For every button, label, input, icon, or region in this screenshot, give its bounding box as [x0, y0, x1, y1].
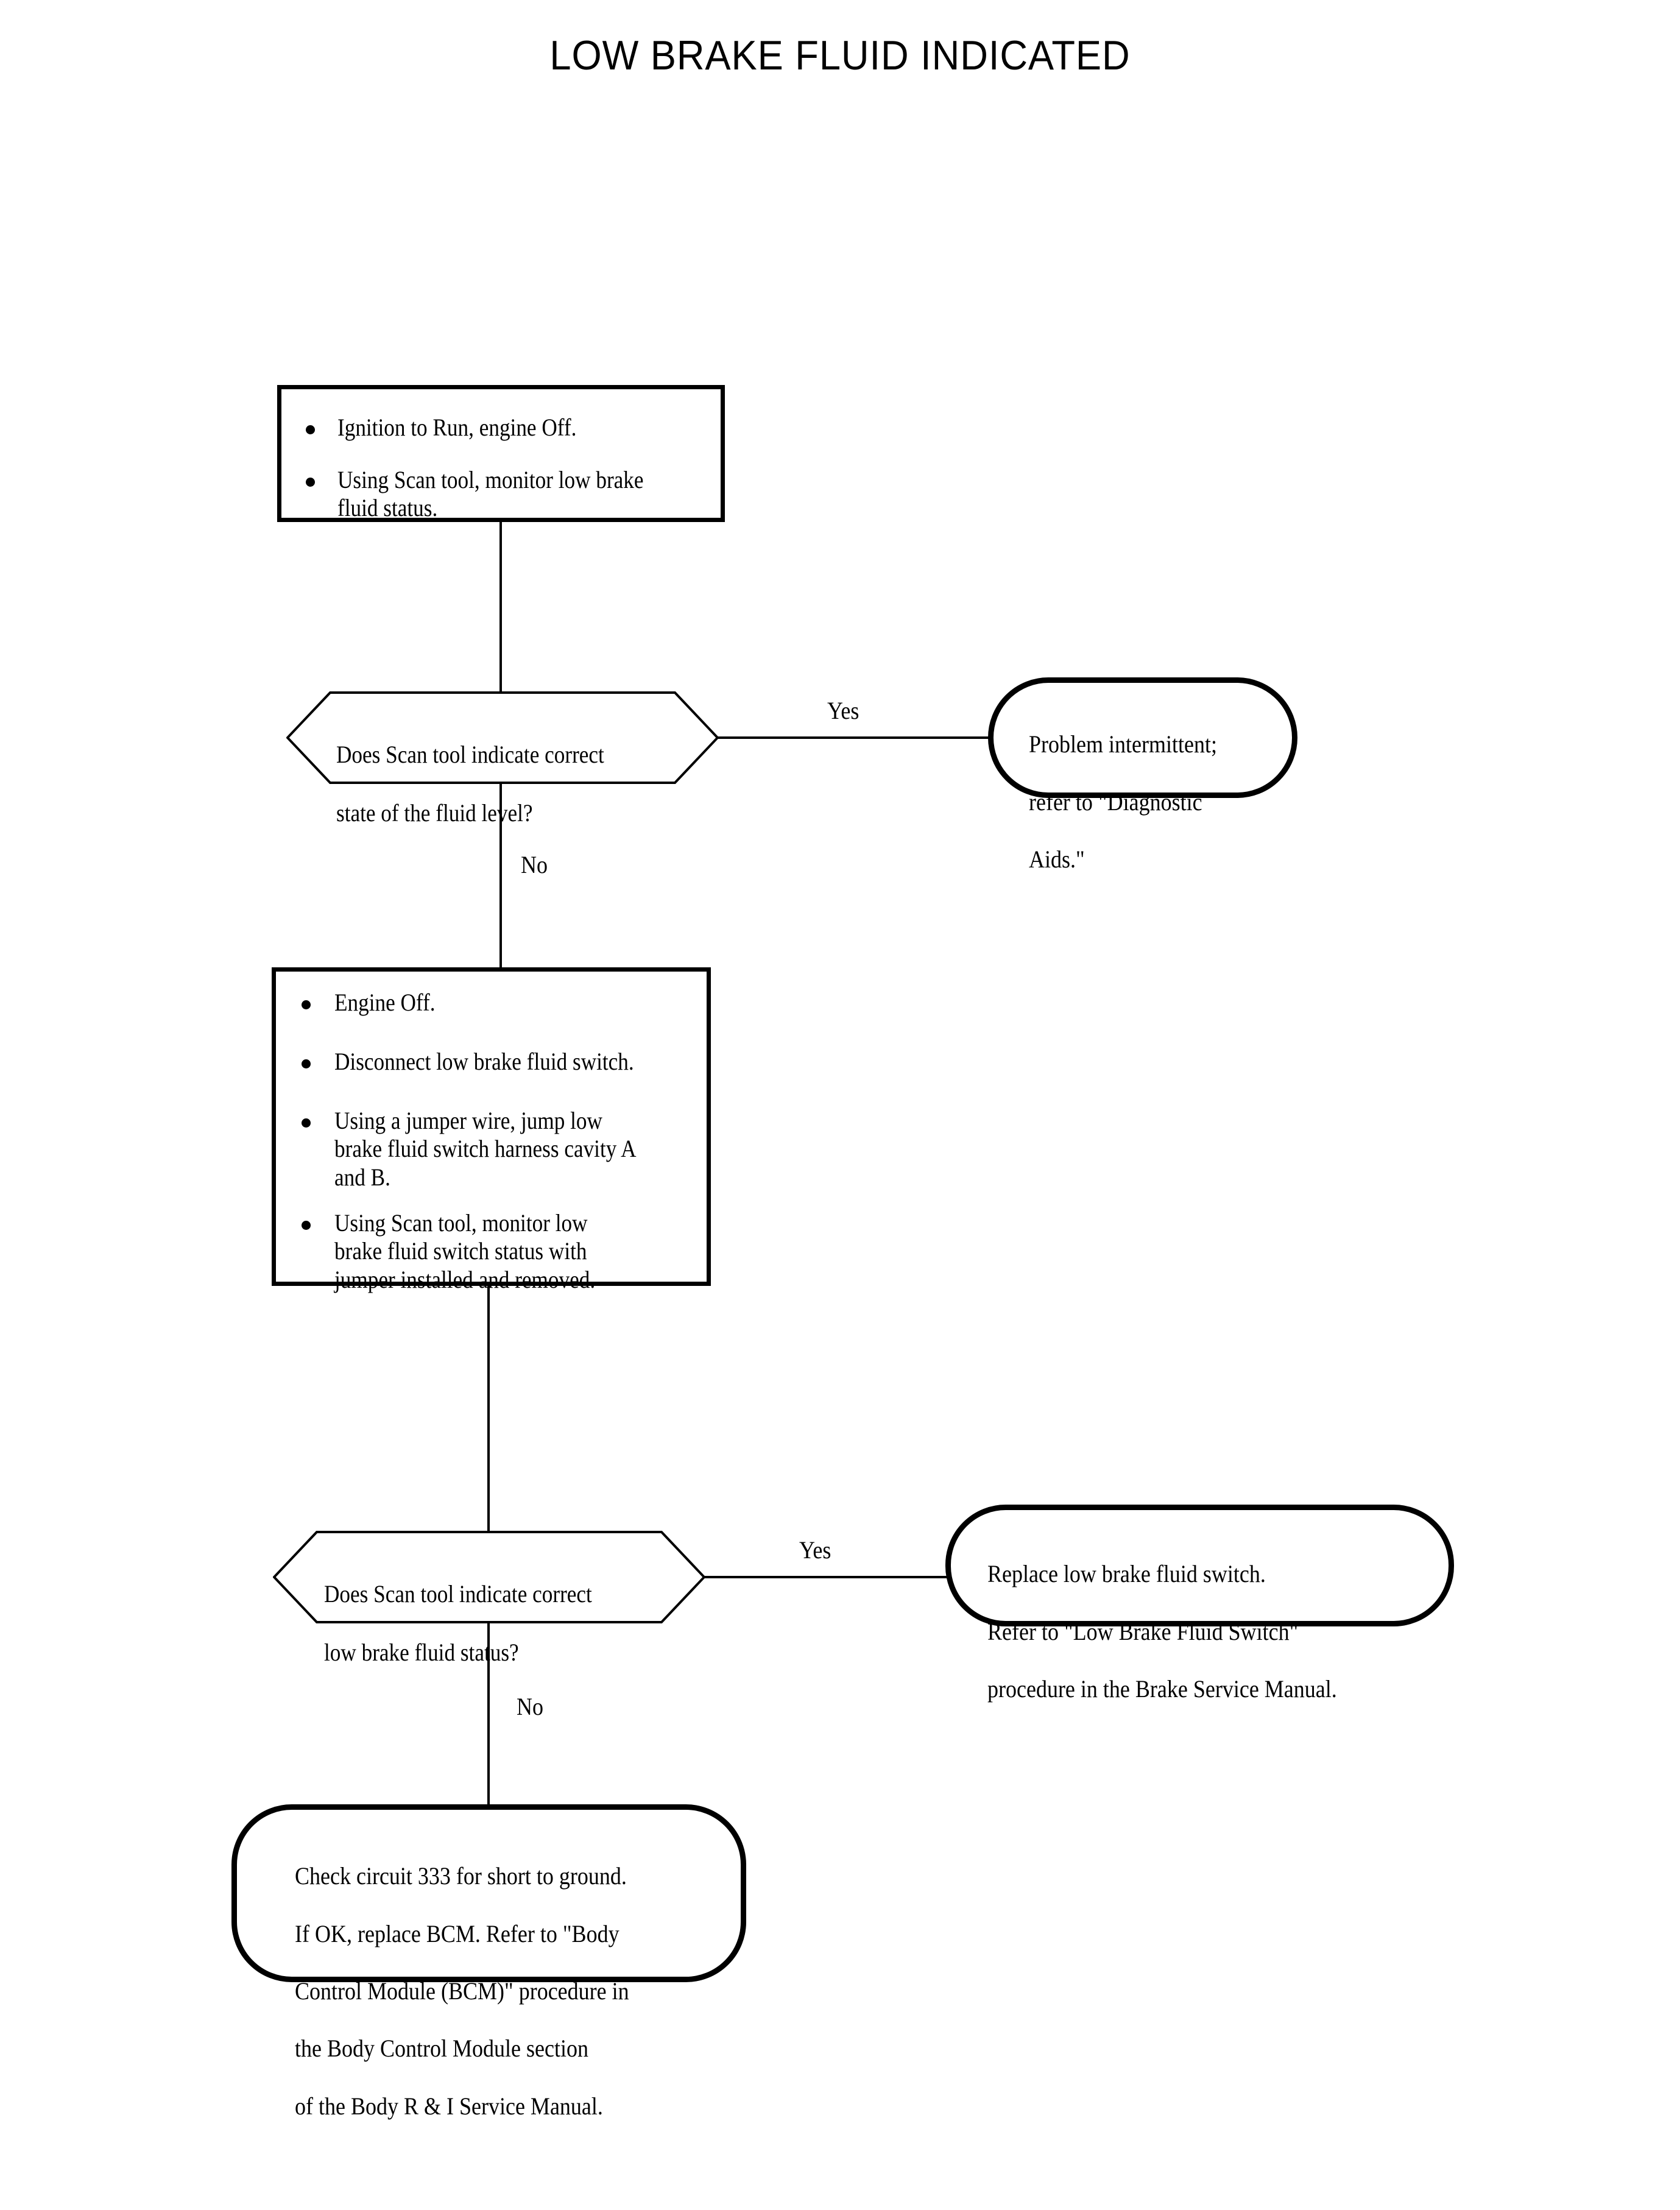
decision-line: state of the fluid level?: [336, 799, 533, 827]
terminal-line: If OK, replace BCM. Refer to "Body: [295, 1919, 619, 1947]
terminal-text: Check circuit 333 for short to ground. I…: [295, 1833, 695, 2149]
decision-hexagon-2-outline: [273, 1531, 705, 1623]
bullet-text: Using a jumper wire, jump low: [334, 1107, 602, 1134]
terminal-line: Control Module (BCM)" procedure in: [295, 1977, 629, 2005]
bullet-text: Disconnect low brake fluid switch.: [334, 1048, 634, 1075]
connector-decision2-yes: [703, 1576, 947, 1578]
bullet-dot: [306, 425, 315, 434]
terminal-text: Problem intermittent; refer to "Diagnost…: [1029, 701, 1265, 902]
connector-decision1-no: [499, 783, 502, 967]
bullet-dot: [302, 1221, 311, 1230]
terminal-line: Refer to "Low Brake Fluid Switch": [987, 1617, 1299, 1645]
terminal-text: Replace low brake fluid switch. Refer to…: [987, 1531, 1404, 1732]
process-box-step2: Engine Off. Disconnect low brake fluid s…: [272, 967, 711, 1293]
bullet-text: Using Scan tool, monitor low brake: [337, 466, 644, 493]
bullet-text: Ignition to Run, engine Off.: [337, 414, 577, 441]
terminal-line: Replace low brake fluid switch.: [987, 1560, 1266, 1588]
terminal-line: the Body Control Module section: [295, 2035, 588, 2063]
bullet-text: fluid status.: [337, 494, 438, 522]
bullet-text: brake fluid switch status with: [334, 1237, 587, 1265]
decision-hexagon-2: Does Scan tool indicate correct low brak…: [273, 1531, 705, 1666]
bullet-dot: [302, 1059, 311, 1068]
connector-step1-to-decision1: [499, 522, 502, 694]
connector-step2-to-decision2: [487, 1286, 490, 1533]
decision-hexagon-2-text: Does Scan tool indicate correct low brak…: [324, 1550, 667, 1696]
decision-line: low brake fluid status?: [324, 1639, 519, 1666]
edge-label-yes-2: Yes: [799, 1536, 831, 1564]
terminal-box-check-circuit-333: Check circuit 333 for short to ground. I…: [231, 1804, 746, 2120]
decision-hexagon-1-text: Does Scan tool indicate correct state of…: [336, 711, 679, 857]
edge-label-no-1: No: [521, 851, 548, 878]
bullet-dot: [306, 478, 315, 487]
bullet-item: Ignition to Run, engine Off.: [337, 414, 702, 442]
bullet-item: Using Scan tool, monitor low brake fluid…: [334, 1209, 667, 1294]
bullet-item: Disconnect low brake fluid switch.: [334, 1048, 667, 1076]
edge-label-yes-1: Yes: [827, 697, 859, 724]
bullet-text: brake fluid switch harness cavity A: [334, 1135, 637, 1163]
terminal-line: Check circuit 333 for short to ground.: [295, 1862, 627, 1890]
edge-label-no-2: No: [517, 1693, 544, 1720]
connector-decision2-no: [487, 1623, 490, 1806]
process-box-step1: Ignition to Run, engine Off. Using Scan …: [277, 385, 725, 522]
decision-line: Does Scan tool indicate correct: [324, 1580, 592, 1608]
bullet-item: Engine Off.: [334, 989, 667, 1017]
terminal-box-problem-intermittent: Problem intermittent; refer to "Diagnost…: [988, 677, 1297, 873]
page-title: LOW BRAKE FLUID INDICATED: [549, 32, 1131, 79]
bullet-text: and B.: [334, 1163, 390, 1191]
terminal-box-replace-switch: Replace low brake fluid switch. Refer to…: [945, 1505, 1454, 1703]
connector-decision1-yes: [716, 736, 989, 739]
bullet-text: Using Scan tool, monitor low: [334, 1209, 588, 1237]
terminal-line: procedure in the Brake Service Manual.: [987, 1675, 1337, 1703]
bullet-item: Using Scan tool, monitor low brake fluid…: [337, 466, 702, 523]
bullet-item: Using a jumper wire, jump low brake flui…: [334, 1107, 667, 1191]
terminal-line: Aids.": [1029, 845, 1085, 873]
decision-hexagon-1-outline: [286, 691, 719, 784]
bullet-dot: [302, 1000, 311, 1009]
bullet-dot: [302, 1118, 311, 1128]
decision-line: Does Scan tool indicate correct: [336, 741, 604, 768]
bullet-text: Engine Off.: [334, 989, 436, 1016]
terminal-line: of the Body R & I Service Manual.: [295, 2092, 603, 2120]
terminal-line: Problem intermittent;: [1029, 730, 1217, 758]
terminal-line: refer to "Diagnostic: [1029, 788, 1202, 816]
bullet-text: jumper installed and removed.: [334, 1265, 596, 1293]
decision-hexagon-1: Does Scan tool indicate correct state of…: [286, 691, 719, 827]
